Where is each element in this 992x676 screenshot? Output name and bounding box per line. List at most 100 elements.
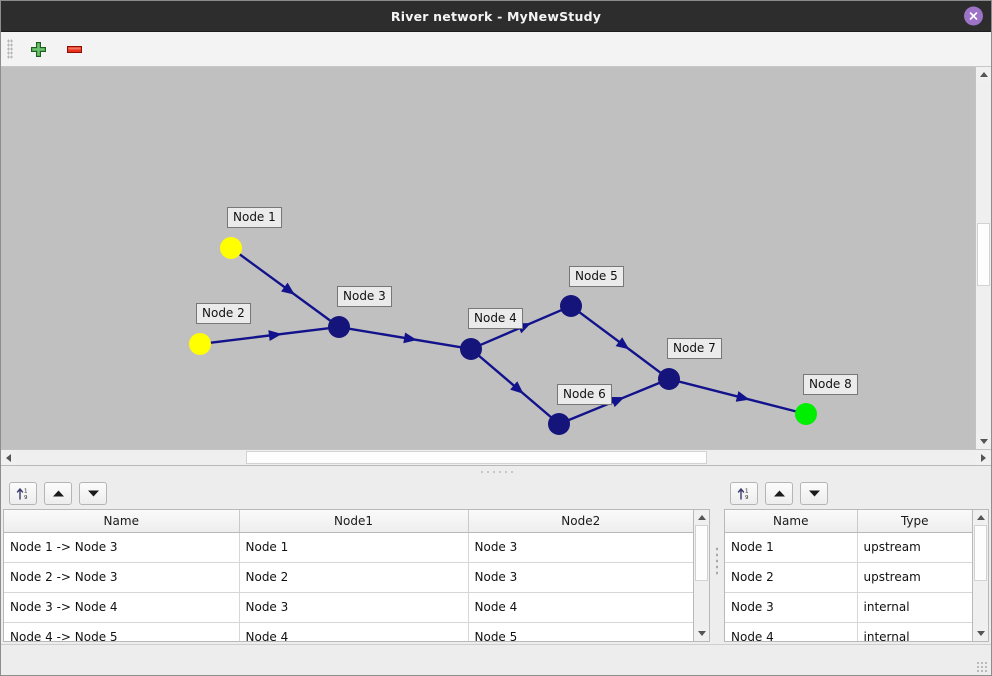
reaches-column-header[interactable]: Node2 [468, 510, 693, 533]
scroll-down-button[interactable] [694, 626, 709, 641]
graph-node-node-8[interactable] [795, 403, 817, 425]
toolbar-drag-handle[interactable] [7, 39, 13, 59]
scroll-down-button[interactable] [976, 434, 991, 449]
nodes-vscroll-thumb[interactable] [974, 525, 987, 581]
graph-node-label-node-4[interactable]: Node 4 [468, 308, 523, 329]
nodes-column-header[interactable]: Type [857, 510, 972, 533]
graph-node-node-3[interactable] [328, 316, 350, 338]
graph-node-node-5[interactable] [560, 295, 582, 317]
reaches-column-header[interactable]: Node1 [239, 510, 469, 533]
reaches-vertical-scrollbar[interactable] [694, 509, 710, 642]
reaches-cell[interactable]: Node 3 [468, 532, 693, 563]
scroll-up-button[interactable] [973, 510, 988, 525]
nodes-cell[interactable]: Node 4 [725, 622, 858, 641]
graph-node-node-1[interactable] [220, 237, 242, 259]
reaches-cell[interactable]: Node 1 [239, 532, 469, 563]
nodes-column-header[interactable]: Name [725, 510, 858, 533]
nodes-vscroll-track[interactable] [973, 525, 988, 626]
reaches-cell[interactable]: Node 3 -> Node 4 [4, 592, 240, 623]
resize-grip[interactable] [976, 661, 988, 673]
graph-node-label-node-1[interactable]: Node 1 [227, 207, 282, 228]
reaches-column-header[interactable]: Name [4, 510, 240, 533]
reaches-cell[interactable]: Node 5 [468, 622, 693, 641]
network-graph-canvas[interactable]: Node 1 Node 2 Node 3 Node 4 Node 5 Node 6 Node… [1, 67, 975, 449]
reaches-cell[interactable]: Node 2 [239, 562, 469, 593]
svg-text:1: 1 [745, 488, 749, 494]
reaches-cell[interactable]: Node 1 -> Node 3 [4, 532, 240, 563]
add-plus-icon[interactable] [25, 36, 51, 62]
nodes-cell[interactable]: upstream [857, 532, 972, 563]
graph-vscroll-thumb[interactable] [977, 222, 990, 287]
graph-hscroll-track[interactable] [16, 450, 976, 465]
graph-vscroll-track[interactable] [976, 82, 991, 434]
splitter-grip [479, 469, 513, 474]
graph-hscroll-thumb[interactable] [246, 451, 708, 464]
arrow-down-icon [697, 631, 706, 636]
nodes-vertical-scrollbar[interactable] [973, 509, 989, 642]
nodes-cell[interactable]: Node 3 [725, 592, 858, 623]
reaches-vscroll-thumb[interactable] [695, 525, 708, 581]
graph-node-node-6[interactable] [548, 413, 570, 435]
reaches-vscroll-track[interactable] [694, 525, 709, 626]
graph-edge-arrowhead [268, 330, 282, 342]
graph-vertical-scrollbar[interactable] [975, 67, 991, 449]
scroll-up-button[interactable] [976, 67, 991, 82]
reaches-move-up-button[interactable] [44, 481, 72, 505]
delete-minus-icon[interactable] [61, 36, 87, 62]
svg-text:9: 9 [24, 495, 28, 501]
reaches-cell[interactable]: Node 2 -> Node 3 [4, 562, 240, 593]
nodes-cell[interactable]: Node 1 [725, 532, 858, 563]
graph-node-node-2[interactable] [189, 333, 211, 355]
graph-node-label-node-7[interactable]: Node 7 [667, 338, 722, 359]
nodes-sort-button[interactable]: 1 9 [730, 481, 758, 505]
vertical-splitter[interactable] [712, 477, 722, 644]
arrow-right-icon [981, 453, 986, 462]
close-icon[interactable] [964, 6, 983, 26]
graph-node-label-node-3[interactable]: Node 3 [337, 286, 392, 307]
scroll-left-button[interactable] [1, 450, 16, 465]
scroll-right-button[interactable] [976, 450, 991, 465]
graph-node-label-node-5[interactable]: Node 5 [569, 266, 624, 287]
reaches-cell[interactable]: Node 4 [239, 622, 469, 641]
reaches-cell[interactable]: Node 4 [468, 592, 693, 623]
main-toolbar [1, 32, 991, 67]
horizontal-splitter[interactable] [1, 465, 991, 477]
title-bar: River network - MyNewStudy [1, 1, 991, 32]
graph-node-label-node-6[interactable]: Node 6 [557, 384, 612, 405]
scroll-up-button[interactable] [694, 510, 709, 525]
nodes-cell[interactable]: Node 2 [725, 562, 858, 593]
graph-node-label-node-8[interactable]: Node 8 [803, 374, 858, 395]
graph-edge-arrowhead [510, 381, 524, 394]
graph-node-label-node-2[interactable]: Node 2 [196, 303, 251, 324]
graph-horizontal-scrollbar[interactable] [1, 449, 991, 465]
graph-edge-arrowhead [403, 332, 418, 344]
reaches-sort-button[interactable]: 1 9 [9, 481, 37, 505]
nodes-move-down-button[interactable] [800, 481, 828, 505]
nodes-cell[interactable]: internal [857, 622, 972, 641]
scroll-down-button[interactable] [973, 626, 988, 641]
graph-node-node-7[interactable] [658, 368, 680, 390]
reaches-cell[interactable]: Node 4 -> Node 5 [4, 622, 240, 641]
graph-node-node-4[interactable] [460, 338, 482, 360]
reaches-move-down-button[interactable] [79, 481, 107, 505]
reaches-cell[interactable]: Node 3 [468, 562, 693, 593]
nodes-cell[interactable]: internal [857, 592, 972, 623]
nodes-move-up-button[interactable] [765, 481, 793, 505]
nodes-cell[interactable]: upstream [857, 562, 972, 593]
splitter-grip [715, 545, 719, 576]
reaches-cell[interactable]: Node 3 [239, 592, 469, 623]
